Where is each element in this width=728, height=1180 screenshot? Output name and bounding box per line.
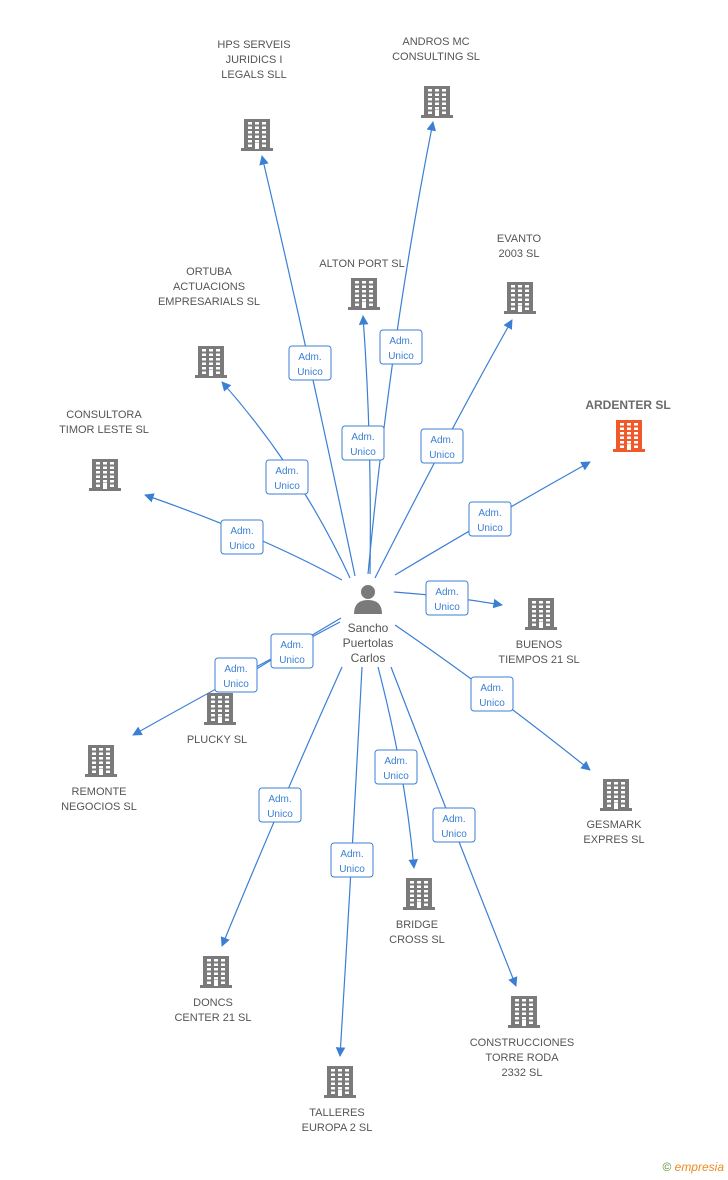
- edge-label-bridge: Adm. Unico: [374, 749, 418, 785]
- company-label-bridge[interactable]: BRIDGE: [396, 919, 438, 931]
- building-icon-ardenter[interactable]: [613, 420, 645, 452]
- company-label-hps[interactable]: HPS SERVEIS: [217, 39, 290, 51]
- company-label-construcciones[interactable]: CONSTRUCCIONES: [470, 1037, 575, 1049]
- svg-text:Unico: Unico: [279, 655, 305, 666]
- center-person-name[interactable]: Carlos: [351, 651, 386, 665]
- svg-text:Adm.: Adm.: [230, 526, 253, 537]
- company-label-alton[interactable]: ALTON PORT SL: [319, 258, 404, 270]
- svg-text:Adm.: Adm.: [340, 849, 363, 860]
- building-icon-construcciones[interactable]: [508, 996, 540, 1028]
- company-label-consultora[interactable]: TIMOR LESTE SL: [59, 424, 149, 436]
- company-label-andros[interactable]: ANDROS MC: [402, 36, 469, 48]
- company-label-gesmark[interactable]: GESMARK: [586, 819, 642, 831]
- svg-text:Unico: Unico: [229, 541, 255, 552]
- company-label-talleres[interactable]: EUROPA 2 SL: [302, 1122, 373, 1134]
- company-label-ortuba[interactable]: ACTUACIONS: [173, 281, 245, 293]
- svg-text:Adm.: Adm.: [298, 352, 321, 363]
- edge-label-hps: Adm. Unico: [288, 345, 332, 381]
- company-label-andros[interactable]: CONSULTING SL: [392, 51, 480, 63]
- svg-text:Unico: Unico: [434, 602, 460, 613]
- edge-label-andros: Adm. Unico: [379, 329, 423, 365]
- building-icon-alton[interactable]: [348, 278, 380, 310]
- empresia-logo[interactable]: empresia: [674, 1160, 724, 1174]
- building-icon-plucky[interactable]: [204, 693, 236, 725]
- building-icon-evanto[interactable]: [504, 282, 536, 314]
- svg-text:Unico: Unico: [477, 523, 503, 534]
- svg-text:Unico: Unico: [383, 771, 409, 782]
- building-icon-buenos[interactable]: [525, 598, 557, 630]
- edge-label-talleres: Adm. Unico: [330, 842, 374, 878]
- svg-text:Unico: Unico: [297, 367, 323, 378]
- svg-text:Unico: Unico: [339, 864, 365, 875]
- building-icon-talleres[interactable]: [324, 1066, 356, 1098]
- company-label-ardenter[interactable]: ARDENTER SL: [585, 398, 670, 412]
- edge-label-plucky: Adm. Unico: [270, 633, 314, 669]
- svg-text:Adm.: Adm.: [430, 435, 453, 446]
- svg-text:Adm.: Adm.: [389, 336, 412, 347]
- building-icon-bridge[interactable]: [403, 878, 435, 910]
- footer: © empresia: [662, 1160, 724, 1174]
- edge-label-alton: Adm. Unico: [341, 425, 385, 461]
- building-icon-hps[interactable]: [241, 119, 273, 151]
- company-label-ortuba[interactable]: ORTUBA: [186, 266, 232, 278]
- svg-text:Unico: Unico: [350, 447, 376, 458]
- center-person-name[interactable]: Puertolas: [343, 636, 394, 650]
- edge-label-remonte: Adm. Unico: [214, 657, 258, 693]
- svg-text:Adm.: Adm.: [478, 508, 501, 519]
- svg-text:Adm.: Adm.: [280, 640, 303, 651]
- building-icon-andros[interactable]: [421, 86, 453, 118]
- company-label-construcciones[interactable]: TORRE RODA: [485, 1052, 559, 1064]
- company-label-evanto[interactable]: 2003 SL: [499, 248, 540, 260]
- center-person-name[interactable]: Sancho: [348, 621, 389, 635]
- company-label-consultora[interactable]: CONSULTORA: [66, 409, 142, 421]
- svg-text:Adm.: Adm.: [384, 756, 407, 767]
- company-label-remonte[interactable]: REMONTE: [72, 786, 127, 798]
- svg-text:Adm.: Adm.: [275, 466, 298, 477]
- svg-text:Unico: Unico: [223, 679, 249, 690]
- building-icon-remonte[interactable]: [85, 745, 117, 777]
- company-label-construcciones[interactable]: 2332 SL: [502, 1067, 543, 1079]
- company-label-hps[interactable]: JURIDICS I: [226, 54, 283, 66]
- svg-text:Adm.: Adm.: [442, 814, 465, 825]
- svg-text:Unico: Unico: [388, 351, 414, 362]
- svg-text:Adm.: Adm.: [480, 683, 503, 694]
- edge-label-doncs: Adm. Unico: [258, 787, 302, 823]
- company-label-remonte[interactable]: NEGOCIOS SL: [61, 801, 137, 813]
- svg-text:Adm.: Adm.: [268, 794, 291, 805]
- building-icon-ortuba[interactable]: [195, 346, 227, 378]
- company-label-ortuba[interactable]: EMPRESARIALS SL: [158, 296, 260, 308]
- company-label-hps[interactable]: LEGALS SLL: [221, 69, 286, 81]
- company-label-doncs[interactable]: CENTER 21 SL: [174, 1012, 251, 1024]
- svg-text:Adm.: Adm.: [351, 432, 374, 443]
- edge-label-ortuba: Adm. Unico: [265, 459, 309, 495]
- svg-text:Unico: Unico: [274, 481, 300, 492]
- company-label-buenos[interactable]: BUENOS: [516, 639, 562, 651]
- company-label-gesmark[interactable]: EXPRES SL: [583, 834, 644, 846]
- edge-label-ardenter: Adm. Unico: [468, 501, 512, 537]
- edge-label-consultora: Adm. Unico: [220, 519, 264, 555]
- svg-text:Unico: Unico: [479, 698, 505, 709]
- building-icon-doncs[interactable]: [200, 956, 232, 988]
- person-icon[interactable]: [354, 585, 382, 614]
- company-label-evanto[interactable]: EVANTO: [497, 233, 542, 245]
- company-label-doncs[interactable]: DONCS: [193, 997, 233, 1009]
- company-label-plucky[interactable]: PLUCKY SL: [187, 734, 247, 746]
- company-label-talleres[interactable]: TALLERES: [309, 1107, 364, 1119]
- edge-label-buenos: Adm. Unico: [425, 580, 469, 616]
- company-label-buenos[interactable]: TIEMPOS 21 SL: [498, 654, 579, 666]
- company-label-bridge[interactable]: CROSS SL: [389, 934, 445, 946]
- edge-label-construcciones: Adm. Unico: [432, 807, 476, 843]
- svg-text:Unico: Unico: [441, 829, 467, 840]
- svg-text:Adm.: Adm.: [435, 587, 458, 598]
- copyright-symbol: ©: [662, 1160, 672, 1174]
- edge-label-evanto: Adm. Unico: [420, 428, 464, 464]
- svg-text:Adm.: Adm.: [224, 664, 247, 675]
- svg-text:Unico: Unico: [429, 450, 455, 461]
- building-icon-consultora[interactable]: [89, 459, 121, 491]
- svg-text:Unico: Unico: [267, 809, 293, 820]
- edge-label-gesmark: Adm. Unico: [470, 676, 514, 712]
- building-icon-gesmark[interactable]: [600, 779, 632, 811]
